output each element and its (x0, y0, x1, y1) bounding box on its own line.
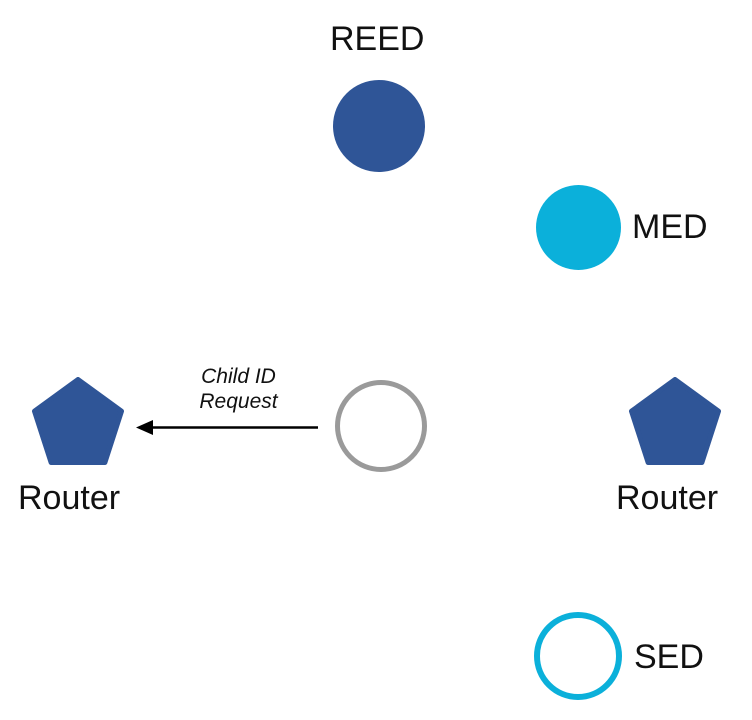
child-id-request-arrow-icon (136, 420, 318, 435)
router-right-label: Router (616, 479, 719, 517)
child-id-request-label: Child ID Request (199, 365, 278, 413)
router-left-label: Router (18, 479, 121, 517)
router-left-pentagon-icon (32, 377, 124, 465)
reed-node-circle-icon (333, 80, 425, 172)
router-right-pentagon-icon (629, 377, 721, 465)
joiner-node-circle-icon (335, 380, 427, 472)
sed-label: SED (634, 638, 704, 676)
sed-node-circle-icon (534, 612, 622, 700)
reed-label: REED (330, 20, 425, 58)
med-label: MED (632, 208, 708, 246)
med-node-circle-icon (536, 185, 621, 270)
